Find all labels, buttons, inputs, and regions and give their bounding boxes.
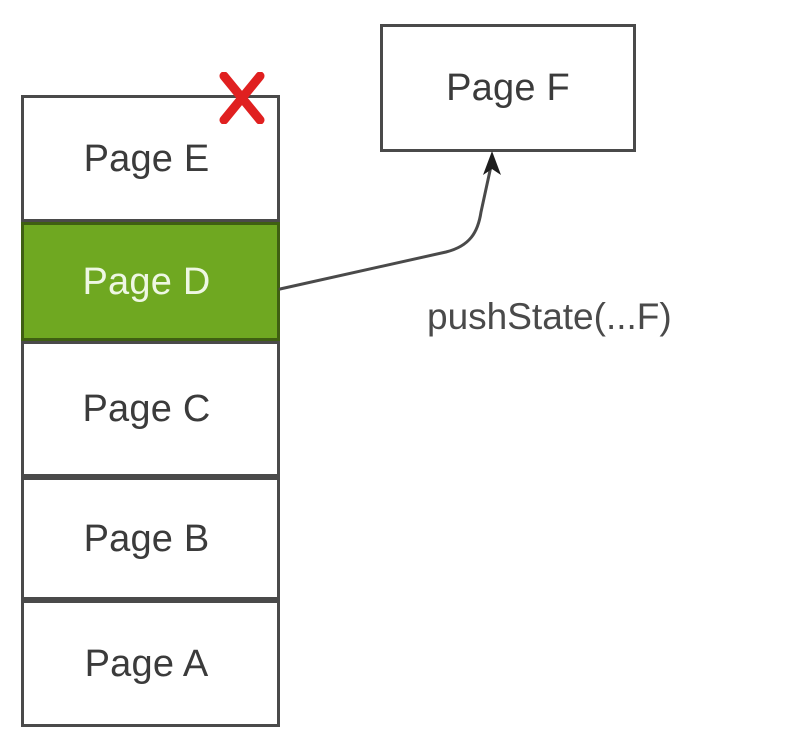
stack-entry-label: Page D bbox=[82, 260, 211, 303]
page-f-label: Page F bbox=[446, 67, 570, 109]
history-stack: Page E Page D Page C Page B Page A bbox=[21, 95, 280, 727]
stack-entry-page-a[interactable]: Page A bbox=[21, 600, 280, 727]
stack-entry-page-b[interactable]: Page B bbox=[21, 477, 280, 600]
stack-entry-page-e[interactable]: Page E bbox=[21, 95, 280, 222]
stack-entry-label: Page E bbox=[83, 137, 210, 180]
stack-entry-label: Page C bbox=[82, 388, 211, 430]
stack-entry-page-c[interactable]: Page C bbox=[21, 341, 280, 477]
stack-entry-page-d[interactable]: Page D bbox=[21, 222, 280, 341]
page-f-box[interactable]: Page F bbox=[380, 24, 636, 152]
stack-entry-label: Page B bbox=[83, 517, 210, 560]
stack-entry-label: Page A bbox=[84, 642, 209, 685]
pushstate-caption: pushState(...F) bbox=[427, 296, 672, 337]
